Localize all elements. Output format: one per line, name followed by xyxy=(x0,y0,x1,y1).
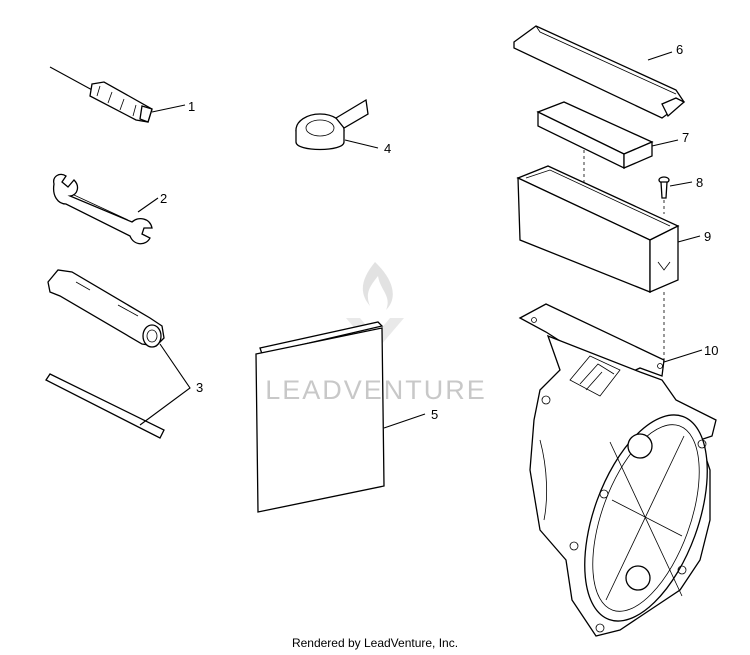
leader-line-9 xyxy=(677,235,701,243)
air-box-lid-part[interactable] xyxy=(513,25,686,119)
manual-booklet-part[interactable] xyxy=(255,321,385,513)
leader-line-10 xyxy=(663,349,703,363)
leader-line-3 xyxy=(139,343,191,426)
wrench-part[interactable] xyxy=(52,173,153,245)
leader-line-5 xyxy=(383,413,426,429)
leader-line-1 xyxy=(151,104,186,113)
callout-9: 9 xyxy=(704,229,711,244)
screw-part[interactable] xyxy=(658,176,670,199)
tommy-bar-part[interactable] xyxy=(45,373,165,439)
air-box-part[interactable] xyxy=(516,165,680,293)
callout-2: 2 xyxy=(160,191,167,206)
leader-line-2 xyxy=(137,197,159,213)
leader-line-7 xyxy=(651,139,679,147)
callout-10: 10 xyxy=(704,343,718,358)
callout-1: 1 xyxy=(188,99,195,114)
air-box-housing-part[interactable] xyxy=(518,303,732,637)
leader-line-6 xyxy=(647,51,673,61)
callout-5: 5 xyxy=(431,407,438,422)
callout-3: 3 xyxy=(196,380,203,395)
filter-element-part[interactable] xyxy=(536,101,654,170)
footer-credit: Rendered by LeadVenture, Inc. xyxy=(291,636,459,650)
screwdriver-part[interactable] xyxy=(49,66,153,123)
spark-plug-wrench-part[interactable] xyxy=(47,269,165,348)
callout-4: 4 xyxy=(384,141,391,156)
callout-6: 6 xyxy=(676,42,683,57)
leader-line-4 xyxy=(344,139,379,149)
tape-roll-part[interactable] xyxy=(295,98,369,151)
leader-line-8 xyxy=(669,181,693,187)
callout-7: 7 xyxy=(682,130,689,145)
callout-8: 8 xyxy=(696,175,703,190)
